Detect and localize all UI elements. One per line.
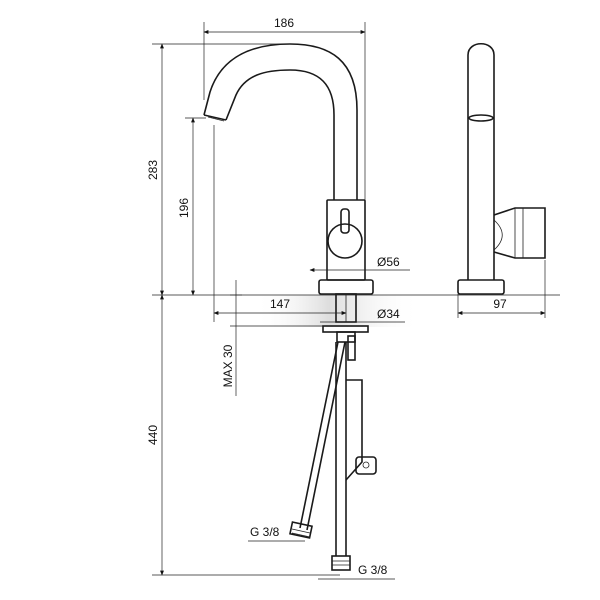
dim-spout-height: 196 bbox=[177, 198, 191, 218]
dim-below-deck: 440 bbox=[146, 425, 160, 445]
faucet-front-view bbox=[203, 43, 377, 571]
thread-label-left: G 3/8 bbox=[250, 525, 280, 539]
dim-width-top: 186 bbox=[274, 16, 294, 30]
dim-hole-diameter: Ø34 bbox=[377, 307, 400, 321]
dim-body-diameter: Ø56 bbox=[377, 255, 400, 269]
faucet-side-view bbox=[457, 42, 546, 295]
dim-height-total: 283 bbox=[146, 160, 160, 180]
dim-max-deck: MAX 30 bbox=[221, 344, 235, 387]
thread-label-right: G 3/8 bbox=[358, 563, 388, 577]
dim-side-depth: 97 bbox=[493, 297, 507, 311]
dimension-lines bbox=[152, 22, 560, 580]
dim-spout-reach: 147 bbox=[270, 297, 290, 311]
